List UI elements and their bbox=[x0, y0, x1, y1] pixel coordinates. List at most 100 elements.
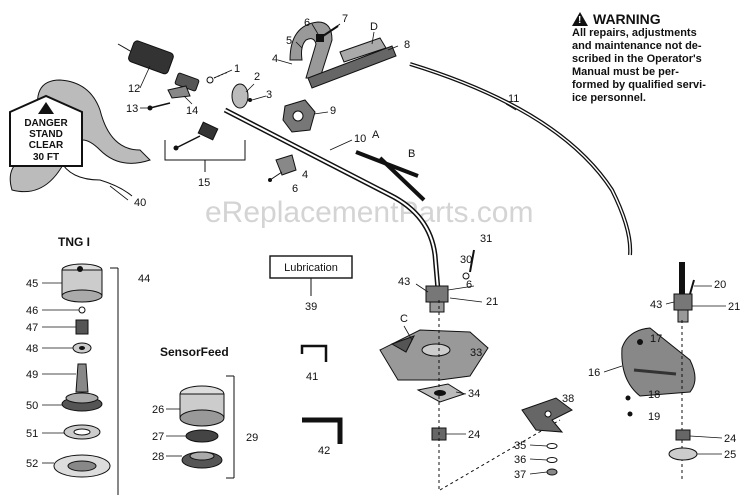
part-24-nut-right bbox=[675, 429, 691, 441]
label-20: 20 bbox=[714, 279, 726, 291]
danger-tag-line3: CLEAR bbox=[29, 140, 64, 151]
warning-notice: WARNING All repairs, adjustments and mai… bbox=[572, 12, 744, 105]
part-15-throttle-assembly bbox=[164, 121, 246, 172]
part-2-clamp bbox=[231, 83, 252, 109]
label-12: 12 bbox=[128, 83, 140, 95]
warning-triangle-icon bbox=[572, 12, 588, 27]
part-25-cup bbox=[668, 447, 698, 461]
part-38-blade bbox=[521, 397, 573, 433]
label-29: 29 bbox=[246, 432, 258, 444]
warning-title: WARNING bbox=[593, 10, 661, 27]
label-7: 7 bbox=[342, 13, 348, 25]
part-50-spool bbox=[61, 392, 103, 412]
danger-tag-line2: STAND bbox=[29, 129, 63, 140]
label-37: 37 bbox=[514, 469, 526, 481]
label-35: 35 bbox=[514, 440, 526, 452]
part-49-bolt bbox=[75, 363, 89, 393]
part-42-wrench bbox=[302, 417, 343, 444]
label-48: 48 bbox=[26, 343, 38, 355]
warning-title-row: WARNING bbox=[572, 10, 744, 27]
label-33: 33 bbox=[470, 347, 482, 359]
label-47: 47 bbox=[26, 322, 38, 334]
label-51: 51 bbox=[26, 428, 38, 440]
label-16: 16 bbox=[588, 367, 600, 379]
center-diagonal-line bbox=[439, 419, 561, 491]
part-41-hex-key bbox=[300, 344, 328, 362]
warning-line-1: All repairs, adjustments bbox=[572, 27, 697, 39]
part-19-screw bbox=[627, 411, 633, 417]
part-16-deflector bbox=[621, 327, 696, 397]
part-48-spacer bbox=[72, 342, 92, 354]
part-43-clamp-right bbox=[673, 262, 693, 323]
label-6b: 6 bbox=[292, 183, 298, 195]
label-2: 2 bbox=[254, 71, 260, 83]
label-D: D bbox=[370, 21, 378, 33]
warning-line-3: scribed in the Operator's bbox=[572, 53, 702, 65]
part-43-gearhead-clamp bbox=[425, 285, 449, 313]
label-43a: 43 bbox=[398, 276, 410, 288]
label-8: 8 bbox=[404, 39, 410, 51]
tng-heading: TNG I bbox=[58, 235, 90, 249]
leader-lines bbox=[42, 23, 726, 475]
label-21b: 21 bbox=[728, 301, 740, 313]
label-39: 39 bbox=[305, 301, 317, 313]
part-30-washer bbox=[462, 272, 470, 280]
danger-tag-line1: DANGER bbox=[24, 118, 68, 129]
part-13-screw bbox=[147, 102, 171, 111]
label-43b: 43 bbox=[650, 299, 662, 311]
label-38: 38 bbox=[562, 393, 574, 405]
label-28: 28 bbox=[152, 451, 164, 463]
part-33-shield bbox=[379, 329, 489, 381]
part-17-screw bbox=[637, 339, 643, 345]
part-12-handle-grip bbox=[117, 40, 174, 75]
label-52: 52 bbox=[26, 458, 38, 470]
label-21a: 21 bbox=[486, 296, 498, 308]
label-40: 40 bbox=[134, 197, 146, 209]
label-4a: 4 bbox=[272, 53, 278, 65]
label-19: 19 bbox=[648, 411, 660, 423]
part-34-plate bbox=[416, 383, 466, 403]
label-11: 11 bbox=[508, 93, 519, 105]
part-18-screw bbox=[625, 395, 631, 401]
label-50: 50 bbox=[26, 400, 38, 412]
warning-line-5: formed by qualified servi- bbox=[572, 79, 706, 91]
part-20-bolt bbox=[689, 279, 695, 295]
sensorfeed-heading: SensorFeed bbox=[160, 345, 229, 359]
part-11-flex-cable bbox=[409, 62, 633, 256]
part-37-nut bbox=[546, 468, 558, 476]
label-45: 45 bbox=[26, 278, 38, 290]
part-36-washer bbox=[546, 457, 558, 463]
label-26: 26 bbox=[152, 404, 164, 416]
label-C: C bbox=[400, 313, 408, 325]
part-labels: 1 2 3 4 4 5 6 6 6 7 8 D 9 10 11 12 13 14… bbox=[26, 13, 740, 481]
label-15: 15 bbox=[198, 177, 210, 189]
label-31: 31 bbox=[480, 233, 492, 245]
label-41: 41 bbox=[306, 371, 318, 383]
part-9-housing bbox=[282, 99, 316, 133]
label-27: 27 bbox=[152, 431, 164, 443]
label-24b: 24 bbox=[724, 433, 736, 445]
label-5: 5 bbox=[286, 35, 292, 47]
part-8-handle bbox=[307, 37, 397, 89]
label-24a: 24 bbox=[468, 429, 480, 441]
label-A: A bbox=[372, 129, 380, 141]
part-14-trigger bbox=[167, 72, 200, 99]
part-28-spool bbox=[181, 451, 223, 469]
label-1: 1 bbox=[234, 63, 240, 75]
part-52-housing bbox=[53, 454, 111, 478]
label-44: 44 bbox=[138, 273, 150, 285]
part-51-ring bbox=[63, 424, 101, 440]
part-31-bolt bbox=[469, 249, 475, 273]
part-45-cap bbox=[61, 263, 103, 303]
part-4-clamp-lower bbox=[268, 154, 297, 182]
part-47-nut bbox=[75, 319, 89, 335]
label-14: 14 bbox=[186, 105, 198, 117]
lubrication-label: Lubrication bbox=[284, 262, 338, 274]
warning-line-2: and maintenance not de- bbox=[572, 40, 702, 52]
label-25: 25 bbox=[724, 449, 736, 461]
warning-line-4: Manual must be per- bbox=[572, 66, 679, 78]
label-34: 34 bbox=[468, 388, 480, 400]
warning-line-6: ice personnel. bbox=[572, 92, 646, 104]
lubrication-box: Lubrication bbox=[269, 255, 353, 296]
